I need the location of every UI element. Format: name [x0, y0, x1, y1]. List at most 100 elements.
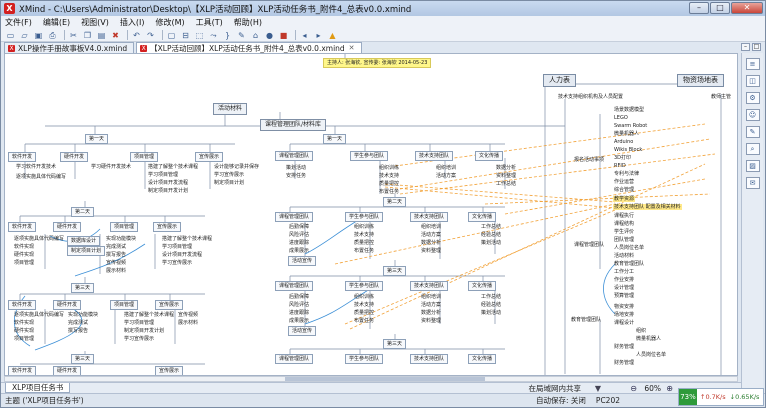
leaf-topic[interactable]: 设计管理	[614, 285, 635, 291]
menu-insert[interactable]: 插入(I)	[119, 18, 145, 27]
leaf-topic[interactable]: 逐项实施具体代码编写	[14, 312, 65, 318]
save-icon[interactable]: ▣	[34, 30, 43, 40]
leaf-topic[interactable]: 宣传视频	[178, 312, 199, 318]
menu-tools[interactable]: 工具(T)	[195, 18, 223, 27]
branch-topic[interactable]: 宣传展示	[155, 366, 184, 375]
day-topic[interactable]: 第三天	[71, 354, 95, 364]
branch-topic[interactable]: 软件开发	[8, 300, 37, 310]
delete-icon[interactable]: ✖	[112, 30, 119, 40]
leaf-topic[interactable]: 组织训练	[354, 294, 375, 300]
menu-view[interactable]: 视图(V)	[81, 18, 109, 27]
relationship-icon[interactable]: ⤳	[210, 30, 217, 40]
right-header-topic[interactable]: 物资场地表	[677, 74, 724, 87]
leaf-topic[interactable]: 质量把控	[379, 181, 400, 187]
leaf-topic[interactable]: 搭建了解整个技术课程	[162, 236, 213, 242]
leaf-topic[interactable]: 课程设计	[614, 320, 635, 326]
leaf-topic[interactable]: 成果展示	[289, 318, 310, 324]
leaf-topic[interactable]: 物资安排	[614, 304, 635, 310]
branch-topic[interactable]: 文化传播	[468, 354, 497, 364]
leaf-topic[interactable]: 教育管理团队	[614, 261, 645, 267]
leaf-topic[interactable]: 项目管理	[14, 260, 35, 266]
branch-topic[interactable]: 软件开发	[8, 222, 37, 232]
branch-topic[interactable]: 硬件开发	[53, 222, 82, 232]
horizontal-scrollbar[interactable]	[4, 376, 738, 382]
leaf-topic[interactable]: Wikis Block	[614, 147, 643, 153]
close-button[interactable]: ✕	[731, 2, 763, 14]
zoom-in-icon[interactable]: ⊕	[666, 383, 673, 393]
leaf-topic[interactable]: 场地安排	[614, 312, 635, 318]
leaf-topic[interactable]: 作业安排	[614, 277, 635, 283]
branch-topic[interactable]: 文化传播	[468, 212, 497, 222]
leaf-topic[interactable]: 组织	[636, 328, 647, 334]
leaf-topic[interactable]: 工作分工	[614, 269, 635, 275]
leaf-topic[interactable]: 数据分析	[496, 165, 517, 171]
leaf-topic[interactable]: 后勤保障	[289, 224, 310, 230]
notes-icon[interactable]: ✎	[745, 126, 760, 138]
leaf-topic[interactable]: 学习软件开发技术	[16, 164, 57, 170]
leaf-topic[interactable]: 学习项目管理	[148, 172, 179, 178]
leaf-topic[interactable]: 设计能够记录并保存	[214, 164, 260, 170]
leaf-topic[interactable]: 技术支持	[354, 302, 375, 308]
leaf-topic[interactable]: 学习宣传展示	[124, 336, 155, 342]
leaf-topic[interactable]: 软件实现	[14, 244, 35, 250]
leaf-topic[interactable]: RFID	[614, 163, 626, 169]
leaf-topic[interactable]: 搭建了解整个技术课程	[148, 164, 199, 170]
branch-topic[interactable]: 学生参与团队	[345, 354, 384, 364]
boundary-icon[interactable]: ⬚	[195, 30, 204, 40]
leaf-topic[interactable]: 经验总结	[481, 302, 502, 308]
leaf-topic[interactable]: 布置任务	[379, 189, 400, 195]
leaf-topic[interactable]: 进度跟踪	[289, 310, 310, 316]
branch-topic[interactable]: 宣传展示	[155, 300, 184, 310]
branch-topic[interactable]: 教育管理团队	[571, 317, 602, 323]
leaf-topic[interactable]: 组织训练	[354, 224, 375, 230]
lan-share-label[interactable]: 在局域网内共享	[528, 383, 582, 393]
leaf-topic[interactable]: 微量机器人	[614, 131, 640, 137]
properties-icon[interactable]: ⚙	[745, 92, 760, 104]
leaf-topic[interactable]: 质量把控	[354, 240, 375, 246]
leaf-topic[interactable]: 学习宣传展示	[214, 172, 245, 178]
leaf-topic[interactable]: 活动方案	[421, 232, 442, 238]
leaf-topic[interactable]: 软件实现	[14, 320, 35, 326]
leaf-topic[interactable]: 逐项实施具体代码编写	[14, 236, 65, 242]
branch-topic[interactable]: 技术支持团队	[410, 281, 449, 291]
branch-topic[interactable]: 技术支持团队	[415, 151, 454, 161]
leaf-topic[interactable]: 经验总结	[481, 232, 502, 238]
outline-icon[interactable]: ≡	[745, 58, 760, 70]
leaf-topic[interactable]: 活动材料	[614, 253, 635, 259]
branch-topic[interactable]: 报名活动事项	[574, 157, 605, 163]
leaf-topic[interactable]: 硬件实现	[14, 252, 35, 258]
leaf-topic[interactable]: 数据分析	[421, 310, 442, 316]
leaf-topic[interactable]: 实现功能模块	[68, 312, 99, 318]
scrollbar-thumb[interactable]	[285, 377, 485, 381]
highlighted-topic[interactable]: 技术支持团队 配置及相关材料	[613, 204, 682, 210]
leaf-topic[interactable]: 硬件实现	[14, 328, 35, 334]
menu-modify[interactable]: 修改(M)	[155, 18, 185, 27]
close-tab-icon[interactable]: ✕	[348, 43, 355, 52]
stop-icon[interactable]: ■	[279, 30, 288, 40]
leaf-topic[interactable]: 学习项目管理	[162, 244, 193, 250]
branch-topic[interactable]: 课程管理团队	[275, 212, 314, 222]
day-topic[interactable]: 第三天	[383, 339, 407, 349]
branch-topic[interactable]: 硬件开发	[53, 300, 82, 310]
leaf-topic[interactable]: 制定项目开发计划	[148, 188, 189, 194]
note-icon[interactable]: ✎	[238, 30, 245, 40]
leaf-topic[interactable]: 技术支持	[379, 173, 400, 179]
day-topic[interactable]: 第二天	[383, 197, 407, 207]
menu-help[interactable]: 帮助(H)	[233, 18, 263, 27]
leaf-topic[interactable]: Swarm Robot	[614, 123, 648, 129]
leaf-topic[interactable]: 风险评估	[289, 302, 310, 308]
minimize-button[interactable]: –	[689, 2, 709, 14]
menu-edit[interactable]: 编辑(E)	[42, 18, 71, 27]
leaf-topic[interactable]: 专利与法律	[614, 171, 640, 177]
branch-topic[interactable]: 项目管理	[110, 222, 139, 232]
leaf-topic[interactable]: 工作总结	[496, 181, 517, 187]
leaf-topic[interactable]: 作业运营	[614, 179, 635, 185]
leaf-topic[interactable]: 组织培训	[421, 294, 442, 300]
markers-icon[interactable]: ☺	[745, 109, 760, 121]
marker-icon[interactable]: ●	[266, 30, 273, 40]
branch-topic[interactable]: 宣传展示	[153, 222, 182, 232]
branch-topic[interactable]: 软件开发	[8, 366, 37, 375]
branch-topic[interactable]: 活动宣传	[288, 326, 317, 336]
branch-topic[interactable]: 硬件开发	[60, 152, 89, 162]
leaf-topic[interactable]: 策划活动	[481, 240, 502, 246]
